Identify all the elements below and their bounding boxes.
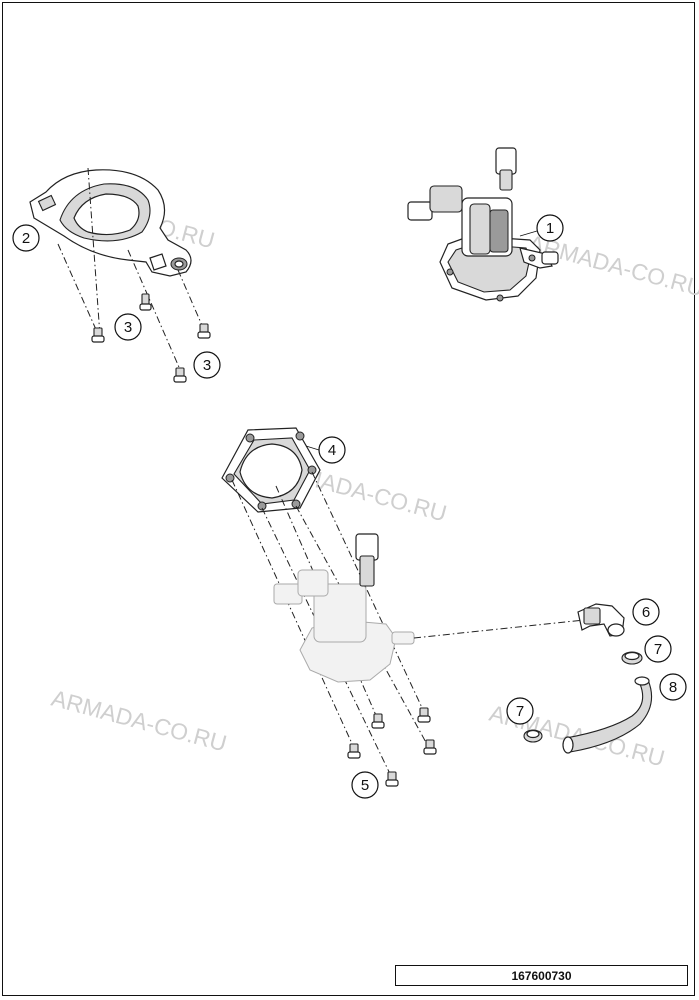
svg-text:2: 2 xyxy=(22,230,30,247)
svg-text:7: 7 xyxy=(654,641,662,658)
diagram-code-label: 167600730 xyxy=(395,965,688,986)
leader-line xyxy=(127,249,183,375)
leader-line xyxy=(57,243,99,335)
fuel-pump-ghost-part xyxy=(273,533,415,683)
quick-connector-part xyxy=(577,603,625,637)
screw-part xyxy=(139,293,152,311)
screw-part xyxy=(347,743,361,759)
svg-text:8: 8 xyxy=(669,679,677,696)
callout-5: 5 xyxy=(351,771,379,799)
svg-text:6: 6 xyxy=(642,604,650,621)
callout-2: 2 xyxy=(12,224,40,252)
callout-7: 7 xyxy=(506,697,534,725)
callout-4: 4 xyxy=(305,436,346,464)
screw-part xyxy=(91,327,105,343)
screw-part xyxy=(423,739,437,755)
svg-text:3: 3 xyxy=(124,319,132,336)
leader-line xyxy=(311,471,425,713)
screw-part xyxy=(417,707,431,723)
leader-line xyxy=(177,269,205,331)
callout-6: 6 xyxy=(632,598,660,626)
hose-clamp-part xyxy=(621,651,643,665)
svg-text:3: 3 xyxy=(203,357,211,374)
callout-3: 3 xyxy=(193,351,221,379)
screw-part xyxy=(197,323,211,339)
fuel-hose-part xyxy=(562,676,653,754)
svg-text:7: 7 xyxy=(516,703,524,720)
svg-text:1: 1 xyxy=(546,220,554,237)
callout-7: 7 xyxy=(644,635,672,663)
svg-text:5: 5 xyxy=(361,777,369,794)
fuel-pump-assembly-part xyxy=(407,147,559,302)
leader-line xyxy=(231,479,355,749)
screw-part xyxy=(385,771,399,787)
callout-3: 3 xyxy=(114,313,142,341)
svg-text:4: 4 xyxy=(328,442,336,459)
bracket-ring-part xyxy=(29,169,192,277)
gasket-part xyxy=(221,427,321,513)
hose-clamp-part xyxy=(523,729,543,743)
leader-line xyxy=(413,619,585,639)
screw-part xyxy=(173,367,187,383)
screw-part xyxy=(371,713,385,729)
callout-1: 1 xyxy=(519,214,564,242)
callout-8: 8 xyxy=(659,673,687,701)
watermark: ARMADA-CO.RU xyxy=(49,685,230,757)
